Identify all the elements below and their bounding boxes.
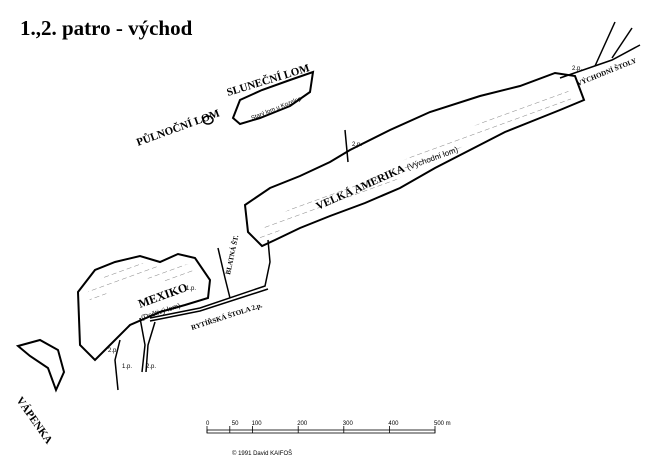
label-slunecni-lom: SLUNEČNÍ LOM — [225, 61, 312, 99]
label-floor: 2.p. — [146, 364, 156, 370]
label-floor: 2.p. — [352, 142, 362, 148]
scale-tick-label: 100 — [252, 421, 263, 427]
copyright: © 1991 David KAIFOŠ — [232, 450, 292, 457]
velka-amerika-outline — [243, 71, 586, 248]
scale-bar: 0 50 100 200 300 400 500 m — [206, 421, 451, 434]
label-floor: 2.p. — [572, 66, 582, 72]
scale-tick-label: 400 — [388, 421, 399, 427]
label-stary-lom: Starý lom u Kozelop — [251, 96, 304, 122]
label-floor: 1.p. — [186, 286, 196, 292]
label-floor: 2.p. — [108, 348, 118, 354]
scale-tick-label: 500 m — [434, 421, 451, 427]
slunecni-lom-outline — [231, 70, 315, 126]
map-title: 1.,2. patro - východ — [20, 16, 193, 40]
label-vapenka: VÁPENKA — [14, 395, 55, 446]
label-blatna-st: BLATNÁ ŠT. — [224, 234, 240, 275]
pulnocni-lom-outline — [202, 115, 214, 125]
scale-bar-line — [206, 429, 436, 434]
mexiko-outline — [76, 252, 212, 362]
label-pulnocni-lom: PŮLNOČNÍ LOM — [135, 106, 222, 148]
scale-tick-label: 0 — [206, 421, 210, 427]
corridors — [114, 21, 641, 391]
vapenka-outline — [15, 338, 66, 393]
scale-tick-label: 300 — [343, 421, 354, 427]
scale-tick-label: 200 — [297, 421, 308, 427]
label-floor: 1.p. — [122, 364, 132, 370]
label-rytirska-stola: RYTÍŘSKÁ ŠTOLA 2.p. — [190, 301, 263, 332]
scale-tick-label: 50 — [232, 421, 239, 427]
